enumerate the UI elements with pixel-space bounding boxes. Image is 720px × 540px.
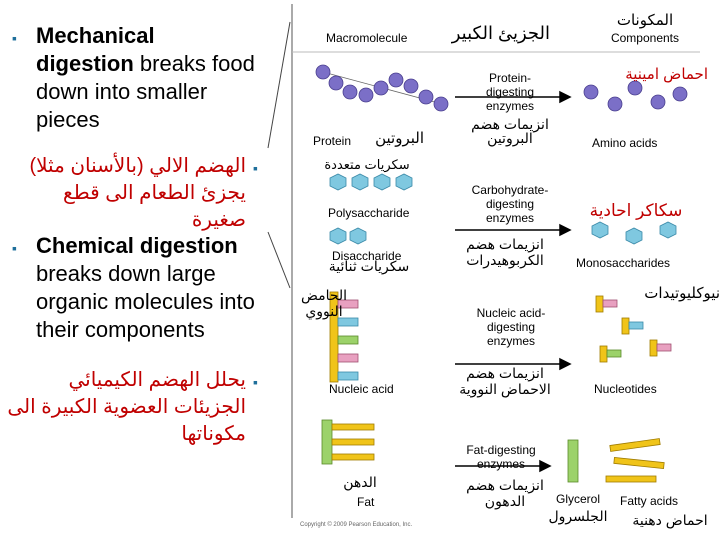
- glycerol-en: Glycerol: [556, 492, 601, 506]
- chemical-digestion-arabic: يحلل الهضم الكيميائي الجزيئات العضوية ال…: [7, 369, 246, 445]
- fat-en: Fat: [357, 495, 375, 509]
- fat-molecule-icon: [321, 419, 375, 465]
- glycerol-ar: الجلسرول: [548, 508, 608, 524]
- amino-acids-ar: احماض امينية: [625, 66, 708, 83]
- monosaccharide-icon: [591, 221, 677, 245]
- chemical-digestion-text: Chemical digestion breaks down large org…: [36, 233, 255, 342]
- glycerol-icon: [567, 439, 579, 483]
- polysaccharide-molecule-icon: [329, 173, 413, 191]
- carb-enzyme-ar: انزيمات هضم الكربوهيدرات: [466, 236, 544, 268]
- bullet-icon: ▪: [253, 374, 258, 390]
- header-macromolecule-en: Macromolecule: [326, 31, 408, 45]
- fat-arrow-icon: [455, 459, 552, 473]
- disaccharide-en: Disaccharide: [332, 249, 402, 263]
- bullet-icon: ▪: [12, 30, 17, 46]
- nucleic-acid-ar: الحامض النووي: [300, 287, 348, 319]
- fatty-acid-icon: [605, 438, 665, 483]
- polysaccharide-ar: سكريات متعددة: [324, 157, 410, 172]
- header-components-ar: المكونات: [616, 12, 674, 29]
- amino-acids-en: Amino acids: [592, 136, 658, 150]
- fatty-acids-en: Fatty acids: [620, 494, 679, 508]
- fat-ar: الدهن: [343, 474, 377, 490]
- protein-enzyme-en: Protein- digesting enzymes: [485, 71, 535, 113]
- protein-label-ar: البروتين: [375, 130, 424, 147]
- disaccharide-molecule-icon: [329, 227, 367, 245]
- protein-enzyme-ar: انزيمات هضم البروتين: [471, 116, 549, 146]
- carb-arrow-icon: [455, 223, 572, 237]
- protein-molecule-icon: [315, 64, 449, 112]
- monosaccharides-ar: سكاكر احادية: [589, 201, 683, 220]
- polysaccharide-en: Polysaccharide: [328, 206, 410, 220]
- bracket-line: [267, 21, 291, 149]
- protein-arrow-icon: [455, 90, 572, 104]
- fat-enzyme-en: Fat-digesting enzymes: [466, 443, 536, 471]
- nucleic-arrow-icon: [455, 357, 572, 371]
- nucleic-enzyme-ar: انزيمات هضم الاحماض النووية: [459, 365, 551, 397]
- bracket-line: [267, 231, 291, 289]
- nucleotides-ar: نيوكليوتيدات: [644, 285, 720, 302]
- amino-acid-icon: [583, 80, 688, 112]
- fat-enzyme-ar: انزيمات هضم الدهون: [466, 477, 544, 509]
- nucleotides-en: Nucleotides: [594, 382, 657, 396]
- header-components-en: Components: [610, 31, 680, 45]
- header-macromolecule-ar: الجزيئ الكبير: [451, 23, 550, 43]
- disaccharide-ar: سكريات ثنائية: [328, 258, 410, 274]
- nucleic-acid-en: Nucleic acid: [329, 382, 394, 396]
- nucleotide-icon: [595, 295, 672, 363]
- fatty-acids-ar: احماض دهنية: [632, 512, 708, 528]
- monosaccharides-en: Monosaccharides: [576, 256, 671, 270]
- bullet-icon: ▪: [253, 160, 258, 176]
- bullet-icon: ▪: [12, 240, 17, 256]
- carb-enzyme-en: Carbohydrate- digesting enzymes: [471, 183, 549, 225]
- copyright-text: Copyright © 2009 Pearson Education, Inc.: [300, 522, 413, 528]
- nucleic-enzyme-en: Nucleic acid- digesting enzymes: [476, 306, 546, 348]
- protein-label-en: Protein: [313, 134, 352, 148]
- mechanical-digestion-text: Mechanical digestion breaks food down in…: [36, 23, 255, 132]
- mechanical-digestion-arabic: الهضم الالي (بالأسنان مثلا) يجزئ الطعام …: [29, 155, 246, 231]
- nucleic-acid-molecule-icon: [329, 291, 359, 383]
